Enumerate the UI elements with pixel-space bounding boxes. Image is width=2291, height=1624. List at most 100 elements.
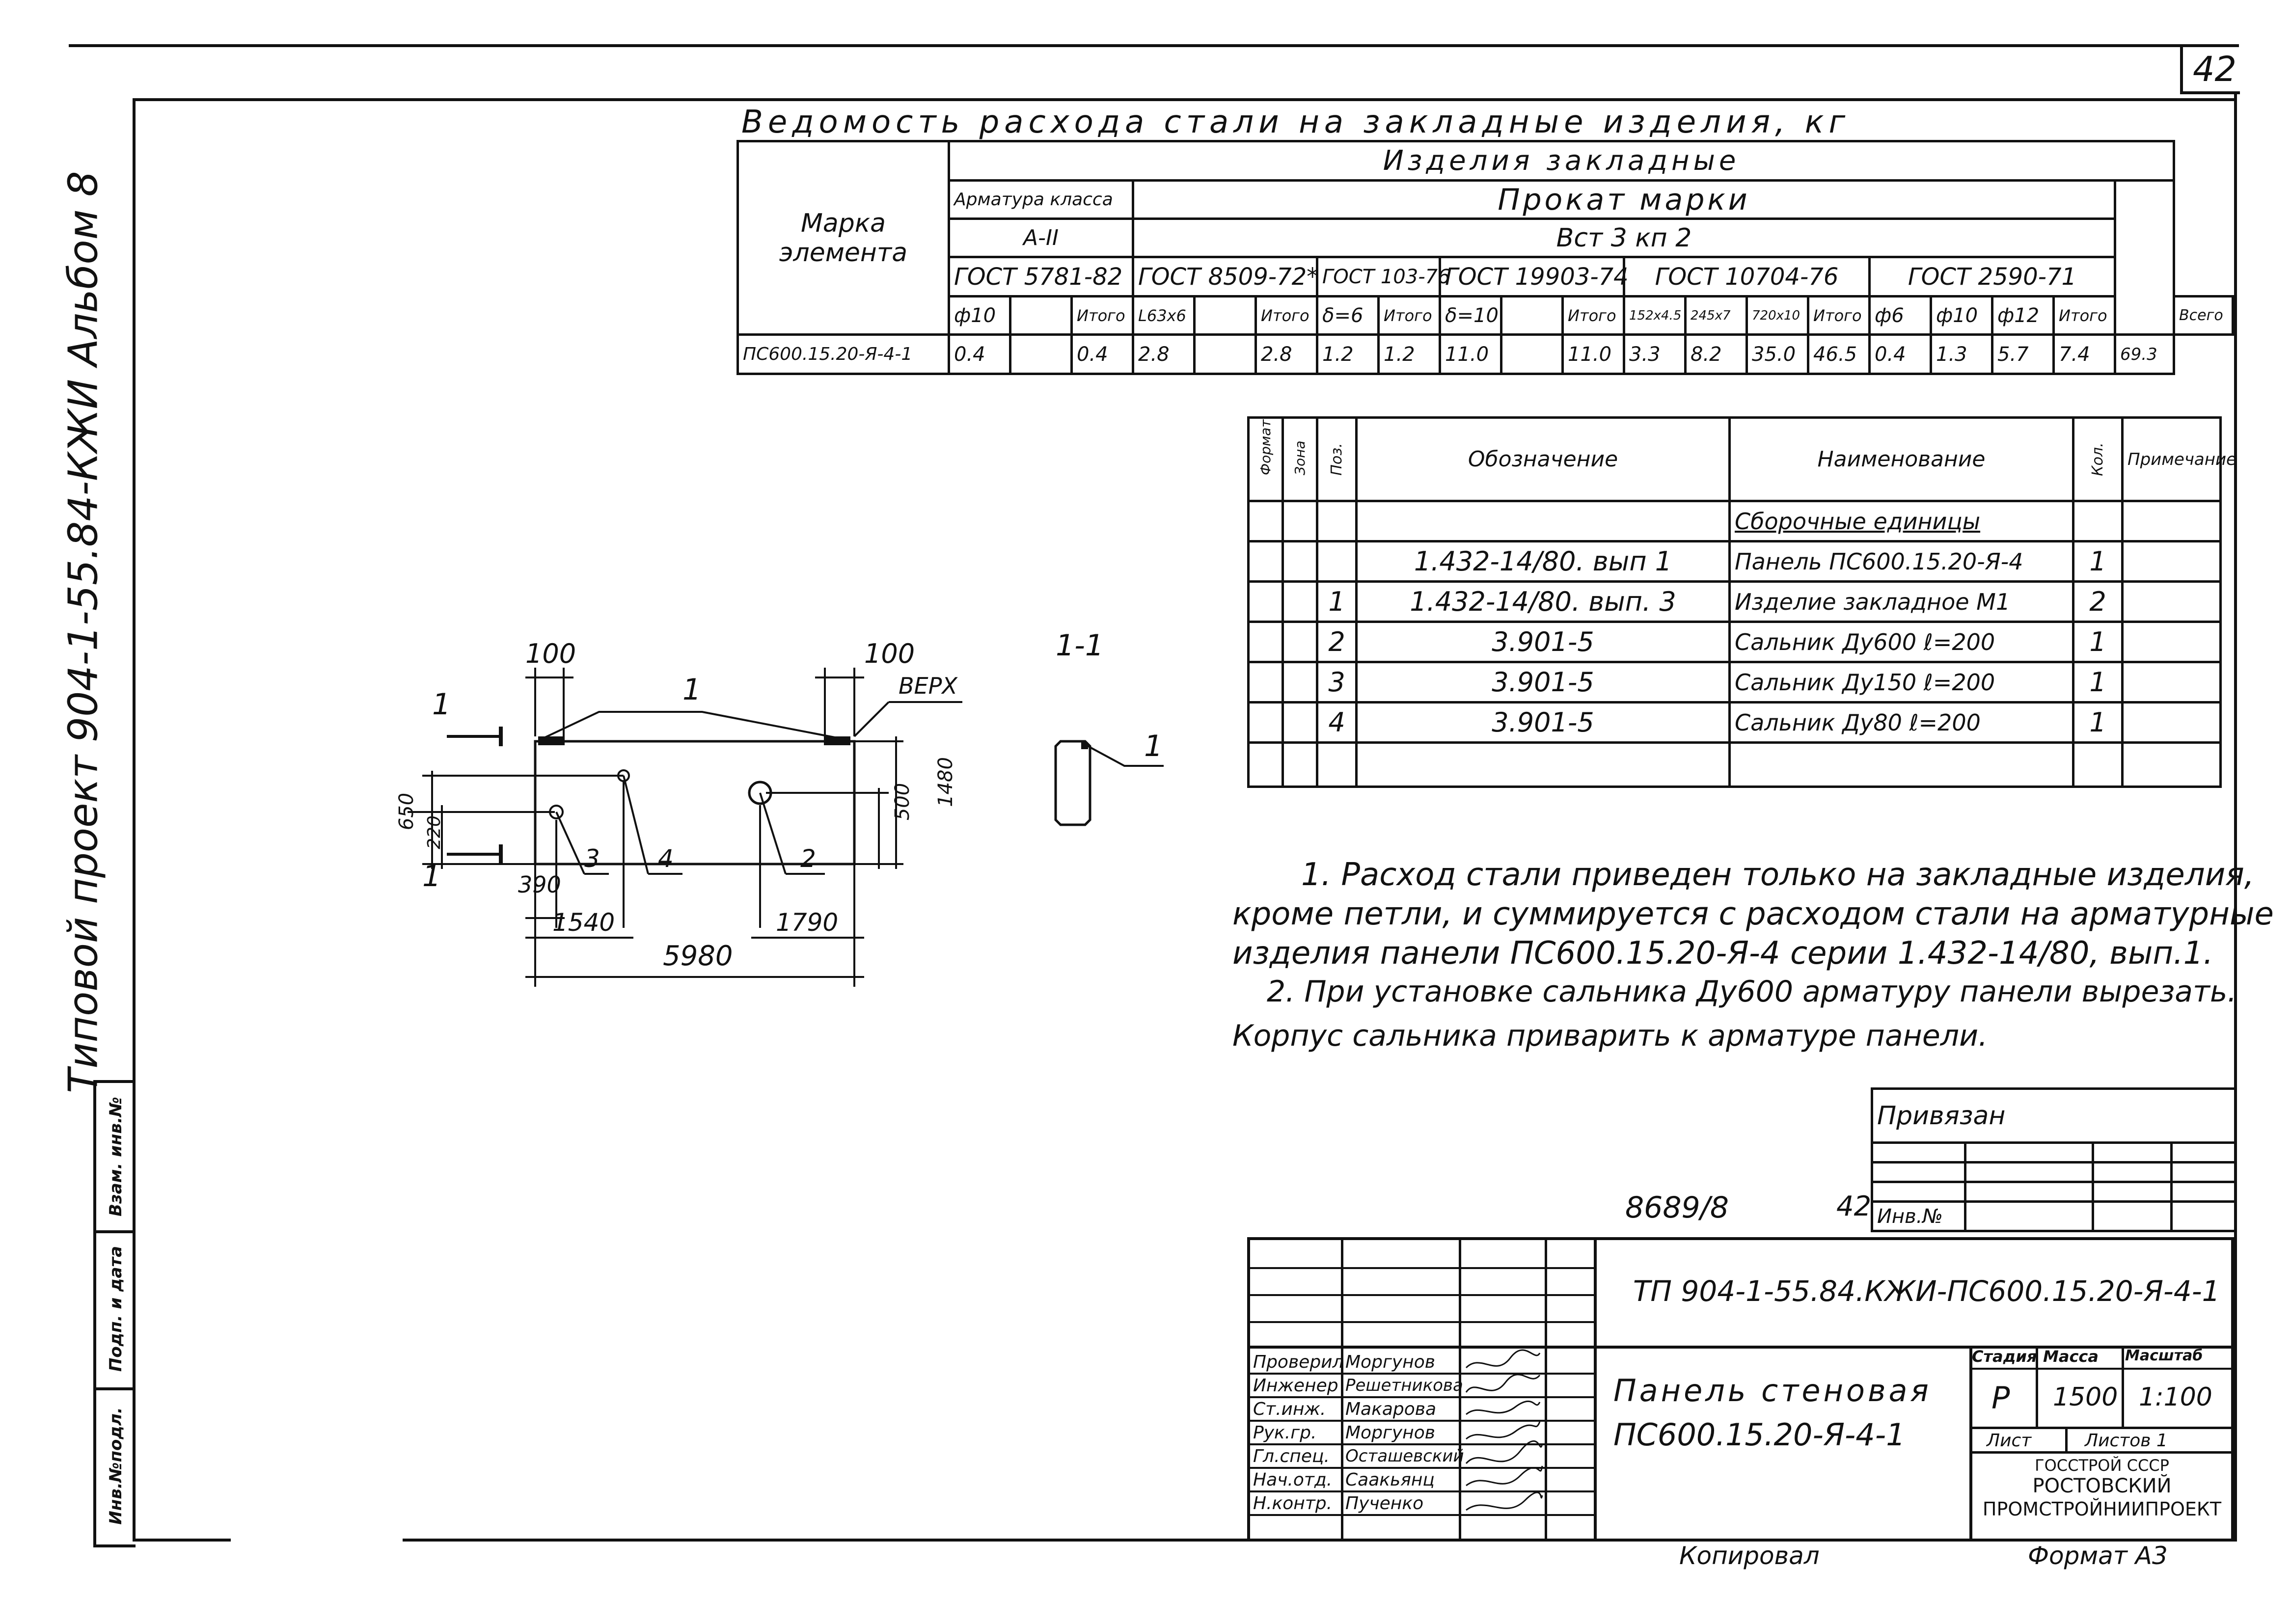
divider xyxy=(1969,1427,2235,1429)
embedded-plate xyxy=(824,736,850,745)
leader-line xyxy=(545,711,835,738)
subhead-cell: ф10 xyxy=(948,295,1011,336)
sheet-number: 42 xyxy=(2193,49,2237,89)
subhead-cell: Итого xyxy=(2052,295,2116,336)
spec-header: Зона xyxy=(1282,416,1318,502)
org-line1: ГОССТРОЙ СССР xyxy=(2035,1456,2169,1475)
mark-header: Марка элемента xyxy=(736,140,950,336)
note-line: кроме петли, и суммируется с расходом ст… xyxy=(1232,896,2274,932)
divider xyxy=(1250,1373,1594,1375)
section-mark: 1 xyxy=(432,687,451,722)
spec-qty: 1 xyxy=(2072,540,2124,583)
value-cell: 5.7 xyxy=(1991,333,2055,375)
divider xyxy=(1250,1514,1594,1516)
subhead-cell: ф12 xyxy=(1991,295,2055,336)
prokat-label: Прокат марки xyxy=(1132,179,2116,220)
section-mark: 1 xyxy=(422,859,441,893)
subhead-cell: 720x10 xyxy=(1746,295,1809,336)
embedded-plate xyxy=(538,736,565,745)
title-block: Проверил Моргунов Инженер Решетникова Ст… xyxy=(1247,1237,2237,1542)
spec-header: Примечание xyxy=(2121,416,2236,502)
staff-role: Н.контр. xyxy=(1253,1493,1333,1514)
staff-name: Моргунов xyxy=(1345,1423,1435,1443)
spec-header-text: Зона xyxy=(1292,440,1308,475)
group-header: Изделия закладные xyxy=(947,140,2176,182)
divider xyxy=(1594,1240,1597,1540)
note-line: 1. Расход стали приведен только на закла… xyxy=(1301,857,2255,893)
subhead-cell: δ=6 xyxy=(1316,295,1380,336)
armatura-class: A-II xyxy=(948,217,1134,258)
spec-header-text: Кол. xyxy=(2089,442,2106,476)
spec-header-text: Поз. xyxy=(1328,443,1345,476)
dim-500: 500 xyxy=(891,783,914,821)
divider xyxy=(1341,1240,1343,1540)
staff-role: Инженер xyxy=(1253,1376,1338,1396)
steel-table-title: Ведомость расхода стали на закладные изд… xyxy=(741,104,1851,140)
position-label: 4 xyxy=(658,844,674,873)
divider xyxy=(1545,1240,1547,1540)
dim-390: 390 xyxy=(518,871,561,898)
table-row: 1 1.432-14/80. вып. 3 Изделие закладное … xyxy=(1247,580,2222,623)
gost-header: ГОСТ 5781-82 xyxy=(948,256,1134,298)
dim-100-left: 100 xyxy=(525,638,576,669)
gost-header: ГОСТ 2590-71 xyxy=(1868,256,2116,298)
gost-header: ГОСТ 10704-76 xyxy=(1623,256,1871,298)
subhead-cell: 245x7 xyxy=(1684,295,1748,336)
stage-value: Р xyxy=(1991,1380,2010,1416)
value-cell: 1.3 xyxy=(1930,333,1993,375)
subhead-cell xyxy=(1193,295,1257,336)
divider xyxy=(1250,1294,1594,1296)
spec-header: Наименование xyxy=(1728,416,2074,502)
spec-header: Формат xyxy=(1247,416,1284,502)
section-title: 1-1 xyxy=(1056,628,1104,663)
subhead-cell: L63x6 xyxy=(1132,295,1196,336)
archive-sheet: 42 xyxy=(1836,1191,1872,1222)
value-cell: 2.8 xyxy=(1255,333,1318,375)
subhead-cell: Итого xyxy=(1255,295,1318,336)
panel-outline xyxy=(534,740,856,866)
side-stamp-column: Инв.№подл. Подп. и дата Взам. инв.№ xyxy=(93,1080,136,1547)
spec-header-text: Формат xyxy=(1257,419,1274,475)
row-mark: ПС600.15.20-Я-4-1 xyxy=(736,333,950,375)
spec-designation: 3.901-5 xyxy=(1355,621,1731,663)
org-line2: РОСТОВСКИЙ xyxy=(2032,1475,2172,1497)
staff-role: Гл.спец. xyxy=(1253,1446,1330,1466)
side-title: Типовой проект 904-1-55.84-КЖИ Альбом 8 xyxy=(60,171,107,1093)
staff-role: Проверил xyxy=(1253,1352,1344,1372)
inv-no-label: Инв.№ xyxy=(1871,1200,1966,1232)
spec-name: Сальник Ду150 ℓ=200 xyxy=(1728,661,2074,704)
value-cell xyxy=(1193,333,1257,375)
value-cell: 8.2 xyxy=(1684,333,1748,375)
drawing-name-line2: ПС600.15.20-Я-4-1 xyxy=(1613,1417,1906,1453)
divider xyxy=(1459,1240,1461,1540)
divider xyxy=(1250,1267,1594,1269)
armatura-label: Арматура класса xyxy=(948,179,1134,220)
value-cell: 0.4 xyxy=(1868,333,1932,375)
spec-designation: 1.432-14/80. вып. 3 xyxy=(1355,580,1731,623)
stage-label: Стадия xyxy=(1972,1347,2037,1366)
spec-qty xyxy=(2072,741,2124,788)
divider xyxy=(1250,1420,1594,1422)
subhead-cell: Итого xyxy=(1070,295,1134,336)
spec-pos xyxy=(1316,540,1358,583)
note-line: изделия панели ПС600.15.20-Я-4 серии 1.4… xyxy=(1232,935,2213,972)
spec-pos xyxy=(1316,741,1358,788)
value-cell: 1.2 xyxy=(1316,333,1380,375)
value-cell: 1.2 xyxy=(1377,333,1441,375)
divider xyxy=(1969,1368,2235,1370)
spec-pos: 2 xyxy=(1316,621,1358,663)
gost-header: ГОСТ 19903-74 xyxy=(1439,256,1629,298)
staff-name: Осташевский xyxy=(1345,1446,1464,1466)
spec-header: Обозначение xyxy=(1355,416,1731,502)
sheet-label: Лист xyxy=(1987,1431,2032,1451)
subhead-cell: ф10 xyxy=(1930,295,1993,336)
dim-100-right: 100 xyxy=(864,638,915,669)
section-view xyxy=(1054,740,1164,826)
table-row: 3 3.901-5 Сальник Ду150 ℓ=200 1 xyxy=(1247,661,2222,704)
value-cell: 0.4 xyxy=(948,333,1011,375)
spec-name: Сальник Ду600 ℓ=200 xyxy=(1728,621,2074,663)
subhead-cell xyxy=(1009,295,1073,336)
divider xyxy=(1250,1321,1594,1323)
dim-650: 650 xyxy=(395,792,418,831)
value-cell: 11.0 xyxy=(1561,333,1625,375)
